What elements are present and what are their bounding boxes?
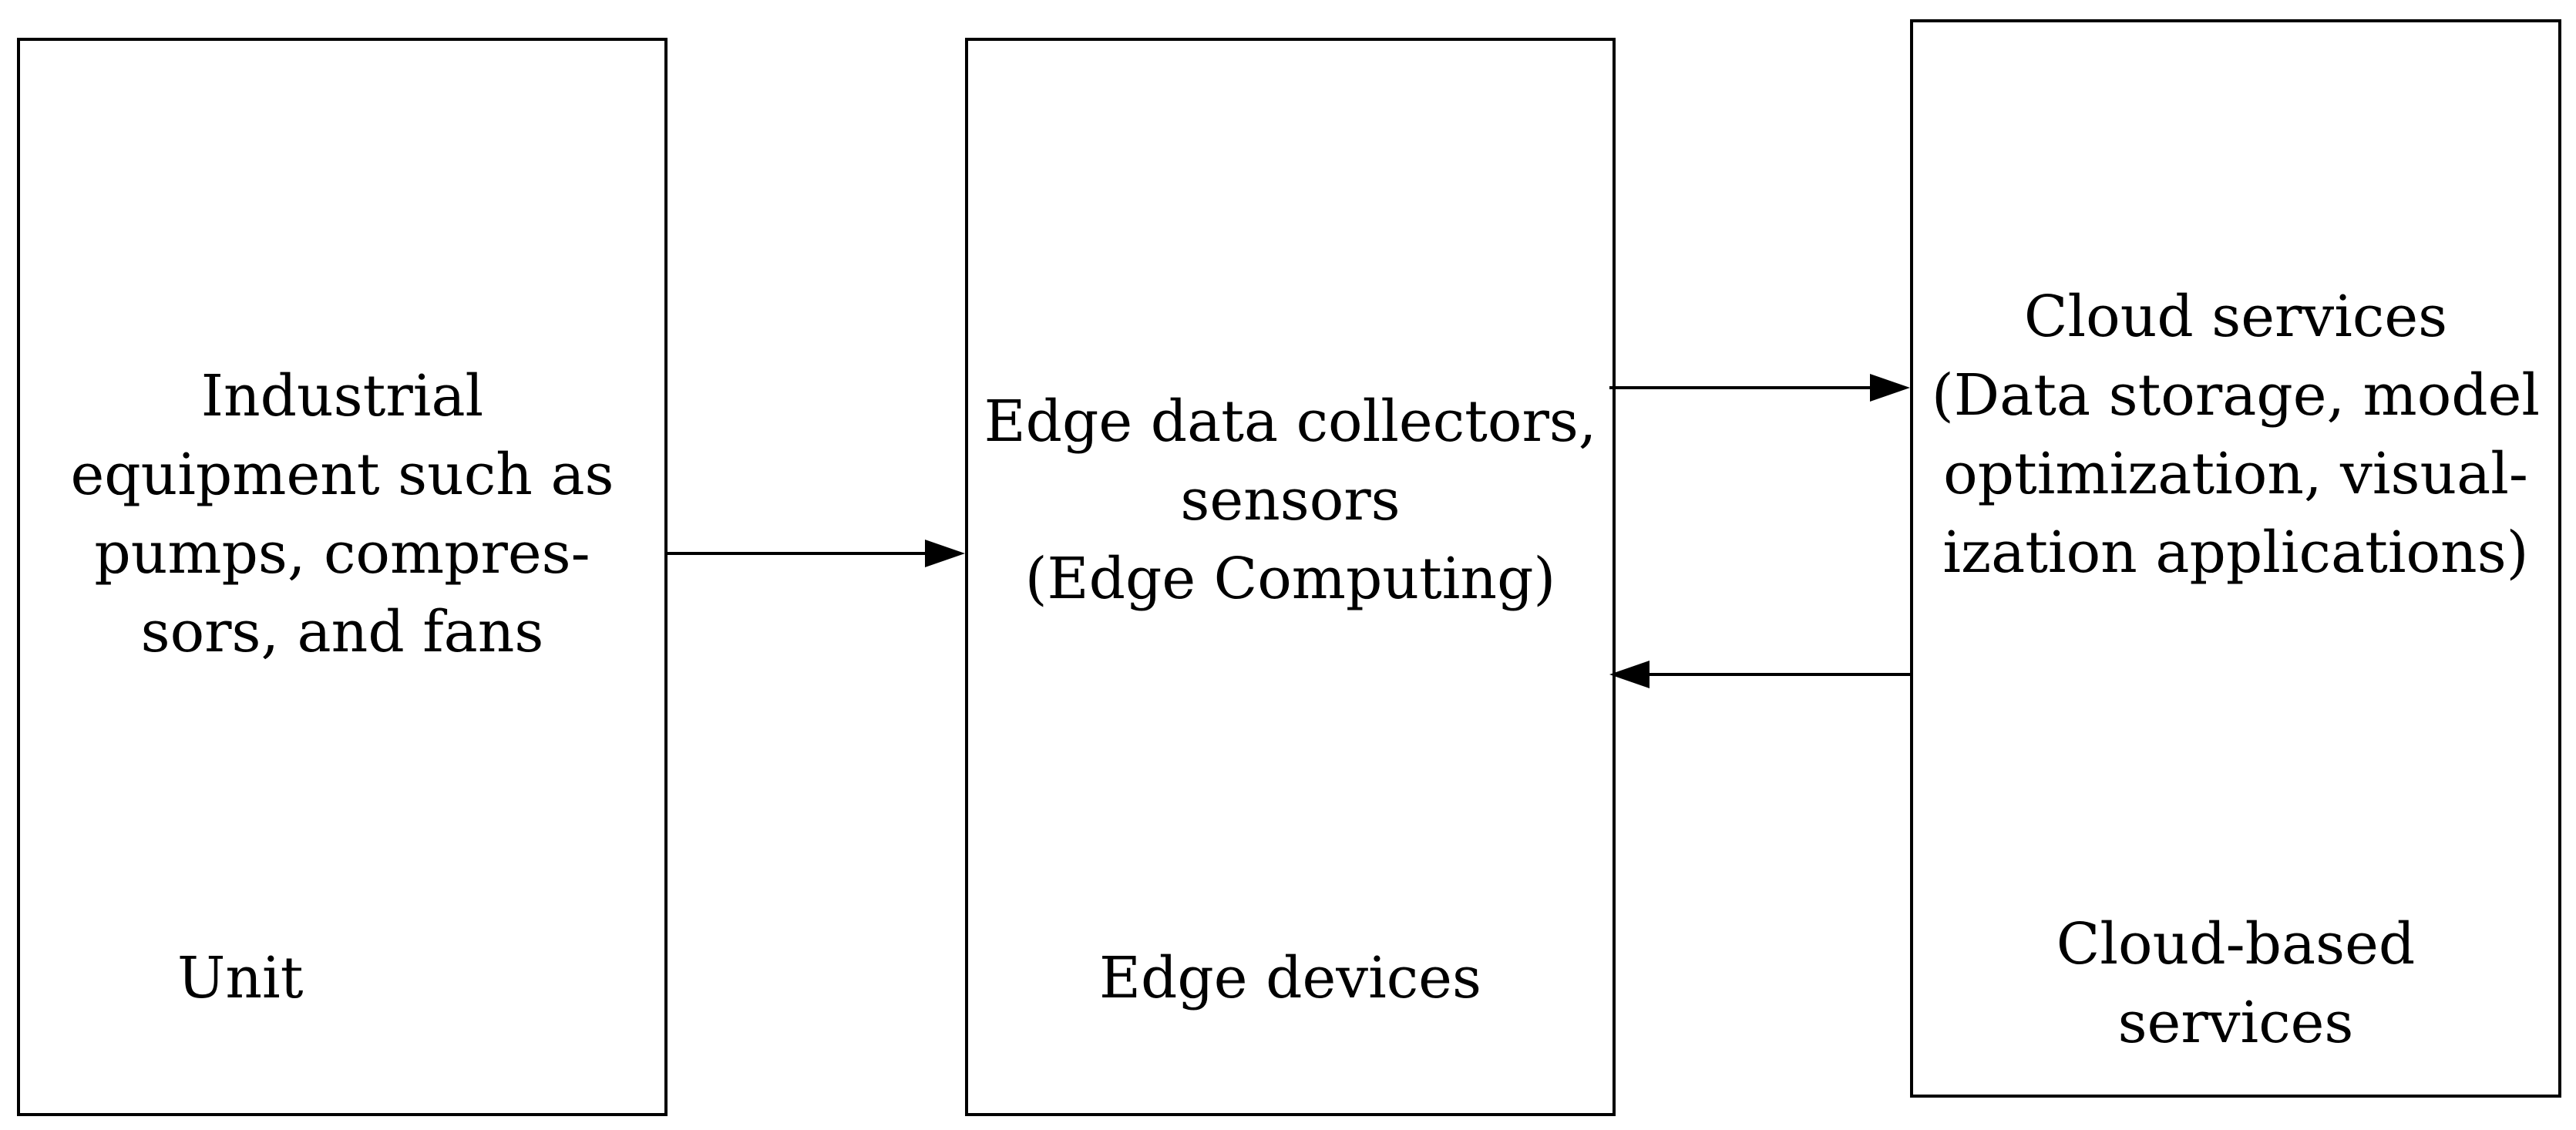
edge-label: Edge devices (1099, 945, 1481, 1011)
edge-description-line: (Edge Computing) (1024, 546, 1556, 612)
cloud-description-line: (Data storage, model (1931, 362, 2541, 429)
cloud-label: Cloud-based services (1910, 905, 2561, 1062)
cloud-label-line: services (2117, 990, 2354, 1056)
unit-description-line: pumps, compres- (94, 520, 590, 587)
unit-description-line: Industrial (200, 363, 484, 429)
arrow-cloud-to-edge (1609, 661, 1910, 688)
edge-description-line: Edge data collectors, (984, 388, 1597, 455)
unit-description-line: sors, and fans (140, 599, 544, 665)
cloud-description-line: ization applications) (1942, 520, 2529, 586)
cloud-label-line: Cloud-based (2056, 911, 2416, 977)
edge-description: Edge data collectors, sensors (Edge Comp… (965, 382, 1616, 618)
unit-label: Unit (177, 945, 304, 1011)
cloud-services-box (1910, 19, 2561, 1098)
edge-description-line: sensors (1180, 467, 1401, 533)
arrow-edge-to-cloud (1609, 374, 1910, 402)
unit-box (17, 38, 668, 1116)
cloud-description: Cloud services (Data storage, model opti… (1910, 277, 2561, 592)
cloud-description-line: optimization, visual- (1943, 441, 2528, 507)
edge-devices-box (965, 38, 1616, 1116)
cloud-description-line: Cloud services (2023, 284, 2448, 350)
unit-description-line: equipment such as (70, 442, 614, 508)
unit-description: Industrial equipment such as pumps, comp… (17, 357, 668, 671)
arrow-unit-to-edge (668, 540, 965, 567)
